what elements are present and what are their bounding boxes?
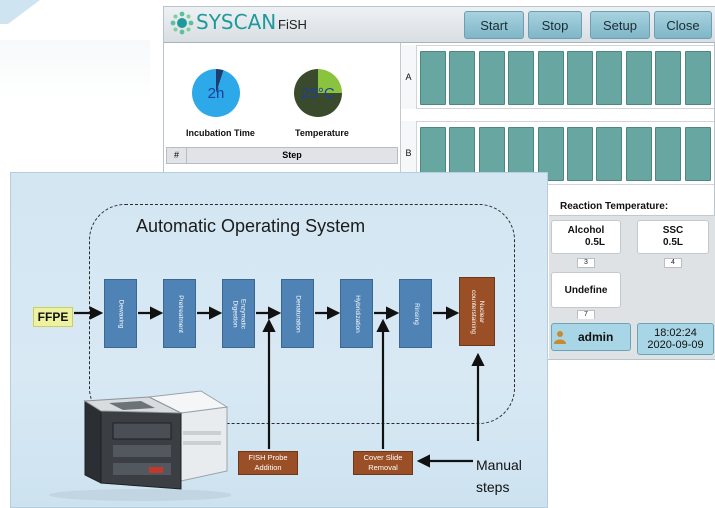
manual-steps-label: Manual steps [476, 457, 522, 495]
reagent-alcohol[interactable]: Alcohol 0.5L [551, 220, 621, 254]
slide-slot[interactable] [567, 127, 593, 181]
slide-slot[interactable] [684, 51, 711, 105]
status-bar: admin 18:02:24 2020-09-09 [549, 319, 715, 359]
temperature-gauge: 25°C [294, 69, 342, 117]
slide-row-label-b: B [401, 121, 417, 185]
step-denaturation: Denaturation [281, 279, 314, 348]
syscan-logo-icon [170, 11, 194, 35]
step-table-header: # Step [166, 147, 398, 164]
step-enzymatic-digestion: Enzymatic Digestion [222, 279, 255, 348]
step-hybridization: Hybridization [340, 279, 373, 348]
setup-button[interactable]: Setup [590, 11, 650, 39]
slide-slot[interactable] [567, 51, 593, 105]
reagent-undefine[interactable]: Undefine [551, 272, 621, 308]
slide-slot[interactable] [684, 127, 711, 181]
start-button[interactable]: Start [464, 11, 524, 39]
step-pretreatment: Pretreatment [163, 279, 196, 348]
reaction-temperature-label: Reaction Temperature: [560, 201, 669, 212]
reagent-name: Alcohol [567, 225, 605, 236]
temperature-caption: Temperature [295, 128, 349, 138]
clock: 18:02:24 2020-09-09 [637, 323, 714, 355]
ffpe-input-label: FFPE [33, 307, 73, 327]
title-bar: SYSCAN FiSH Start Stop Setup Close [164, 7, 715, 43]
slide-slot[interactable] [655, 51, 682, 105]
reagent-volume: 0.5L [662, 237, 683, 248]
slide-row-a [417, 45, 714, 109]
temperature-value: 25°C [301, 84, 335, 102]
clock-date: 2020-09-09 [647, 339, 704, 351]
manual-fish-probe-addition: FISH Probe Addition [238, 451, 298, 475]
incubation-time-gauge: 2h [192, 69, 240, 117]
decorative-shape [0, 40, 150, 100]
clock-time: 18:02:24 [654, 327, 697, 339]
slide-slot[interactable] [625, 51, 652, 105]
step-rinsing: Rinsing [399, 279, 432, 348]
step-nuclear-counterstaining: Nuclear counterstaining [459, 277, 495, 346]
incubation-time-value: 2h [207, 84, 225, 102]
reagent-slot-number: 3 [577, 258, 595, 268]
brand-name: SYSCAN [196, 10, 277, 34]
column-header-index: # [167, 148, 187, 163]
workflow-diagram: Automatic Operating System F [10, 172, 548, 508]
manual-cover-slide-removal: Cover Slide Removal [353, 451, 413, 475]
slide-slot[interactable] [478, 51, 505, 105]
incubation-time-caption: Incubation Time [186, 128, 255, 138]
slide-slot[interactable] [596, 51, 623, 105]
reagent-name: Undefine [564, 285, 608, 296]
slide-slot[interactable] [596, 127, 623, 181]
decorative-shape [0, 0, 40, 24]
user-name: admin [578, 330, 614, 344]
slide-slot[interactable] [625, 127, 652, 181]
slide-slot[interactable] [508, 51, 535, 105]
reagent-panel: Alcohol 0.5L 3 SSC 0.5L 4 Undefine 7 [549, 215, 715, 320]
slide-slot[interactable] [655, 127, 682, 181]
user-icon [554, 331, 566, 344]
user-box[interactable]: admin [551, 323, 631, 351]
reagent-volume: 0.5L [584, 237, 605, 248]
stop-button[interactable]: Stop [528, 11, 582, 39]
column-header-step: Step [282, 150, 302, 160]
step-dewaxing: Dewaxing [104, 279, 137, 348]
slide-slot[interactable] [537, 51, 564, 105]
close-button[interactable]: Close [654, 11, 712, 39]
fish-instrument-image [49, 390, 231, 501]
slide-slot[interactable] [420, 51, 446, 105]
slide-slot[interactable] [449, 51, 476, 105]
reagent-name: SSC [662, 225, 684, 236]
app-title: FiSH [278, 17, 307, 32]
reagent-ssc[interactable]: SSC 0.5L [637, 220, 709, 254]
slide-row-label-a: A [401, 45, 417, 109]
reagent-slot-number: 4 [664, 258, 682, 268]
diagram-title: Automatic Operating System [136, 216, 366, 236]
